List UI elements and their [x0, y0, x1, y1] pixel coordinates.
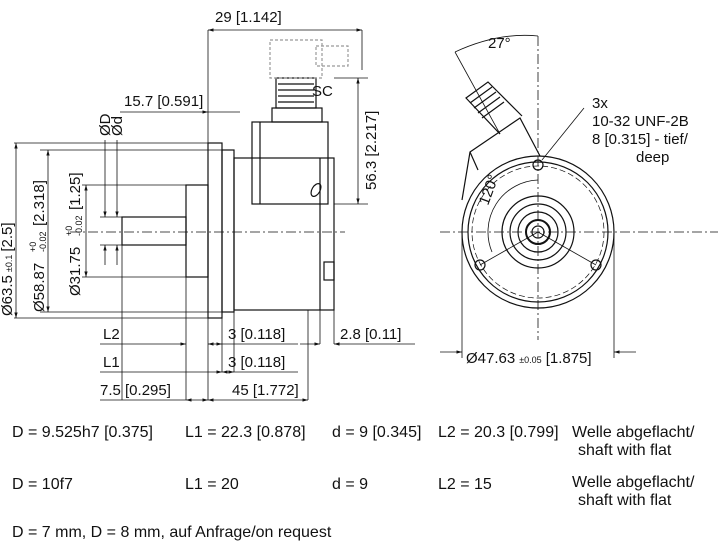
- row2-shaft: Welle abgeflacht/: [572, 474, 695, 491]
- front-120-arc: [487, 179, 539, 253]
- connector-label: SC: [312, 83, 333, 100]
- dim-dia-pilot-tol-bot: -0.02: [74, 215, 84, 236]
- label-L1: L1: [103, 354, 120, 371]
- dim-body-diameter: Ø47.63±0.05[1.875]: [466, 350, 592, 367]
- holes-note-1: 3x: [592, 95, 608, 112]
- row2-D: D = 10f7: [12, 476, 73, 493]
- angle-holes: 120°: [476, 172, 503, 207]
- side-dimensions: [14, 28, 415, 402]
- dim-dia-flange-inch: [2.318]: [31, 180, 48, 226]
- dim-dia-pilot: Ø31.75: [67, 247, 84, 296]
- front-hub-2: [509, 203, 567, 261]
- row1-L2: L2 = 20.3 [0.799]: [438, 424, 559, 441]
- front-hub-3: [517, 211, 559, 253]
- holes-note-2: 10-32 UNF-2B: [592, 113, 689, 130]
- side-view: [70, 30, 363, 319]
- body-slot: [310, 183, 322, 197]
- row1-D: D = 9.525h7 [0.375]: [12, 424, 153, 441]
- front-inner-circle: [467, 161, 609, 303]
- dim-top: 29 [1.142]: [215, 9, 282, 26]
- front-connector-body: [465, 81, 523, 135]
- row1-shaft-en: shaft with flat: [578, 442, 672, 459]
- row2-d: d = 9: [332, 476, 369, 493]
- row2-L1: L1 = 20: [185, 476, 239, 493]
- front-connector-thread: [469, 86, 505, 119]
- front-angle-arc: [454, 34, 539, 53]
- side-labels: 29 [1.142] SC 15.7 [0.591] ØD Ød 56.3 [2…: [0, 9, 401, 399]
- dim-dia-outer: Ø63.5±0.1[2.5]: [0, 222, 16, 316]
- front-bore: [531, 225, 545, 239]
- label-d: Ød: [109, 116, 126, 136]
- row2-L2: L2 = 15: [438, 476, 492, 493]
- front-hole-right: [590, 259, 602, 271]
- dim-dia-flange-tol-bot: -0.02: [38, 231, 48, 252]
- row1-d: d = 9 [0.345]: [332, 424, 422, 441]
- angle-top: 27°: [488, 35, 511, 52]
- label-L2: L2: [103, 326, 120, 343]
- body-lug: [323, 261, 335, 281]
- front-connector-housing-side: [469, 151, 479, 171]
- label-D: ØD: [97, 113, 114, 136]
- mating-connector: [269, 39, 323, 79]
- table-footnote: D = 7 mm, D = 8 mm, auf Anfrage/on reque…: [12, 524, 332, 541]
- note-leader: [541, 107, 585, 161]
- row1-shaft: Welle abgeflacht/: [572, 424, 695, 441]
- dim-dia-flange: Ø58.87: [31, 263, 48, 312]
- encoder-body: [233, 157, 335, 311]
- row2-shaft-en: shaft with flat: [578, 492, 672, 509]
- front-bolt-circle: [471, 165, 605, 299]
- flange-inner: [221, 149, 235, 313]
- connector-neck: [271, 107, 323, 123]
- holes-note-3: 8 [0.315] - tief/: [592, 131, 689, 148]
- pilot: [185, 184, 209, 278]
- front-connector-housing: [461, 117, 541, 201]
- dim-3-b: 3 [0.118]: [228, 354, 285, 371]
- front-hub-1: [501, 195, 575, 269]
- shaft: [121, 216, 187, 246]
- front-labels: 27° 120° 3x 10-32 UNF-2B 8 [0.315] - tie…: [466, 35, 689, 367]
- connector-housing: [251, 121, 329, 205]
- dim-7-5: 7.5 [0.295]: [100, 382, 171, 399]
- dim-dia-pilot-tol-top: +0: [64, 226, 74, 236]
- front-shaft-end: [525, 219, 551, 245]
- dim-left: 15.7 [0.591]: [124, 93, 203, 110]
- dim-45: 45 [1.772]: [232, 382, 299, 399]
- dim-3-a: 3 [0.118]: [228, 326, 285, 343]
- dim-dia-pilot-inch: [1.25]: [67, 172, 84, 210]
- front-hole-left: [474, 259, 486, 271]
- flange-outer: [207, 142, 223, 319]
- mating-connector-cable: [315, 45, 349, 67]
- row1-L1: L1 = 22.3 [0.878]: [185, 424, 306, 441]
- holes-note-4: deep: [636, 149, 669, 166]
- front-hole-top: [532, 159, 544, 171]
- dim-2-8: 2.8 [0.11]: [340, 326, 401, 343]
- dim-dia-flange-tol-top: +0: [28, 242, 38, 252]
- front-view: [440, 34, 718, 358]
- dim-height: 56.3 [2.217]: [363, 111, 380, 190]
- connector-nut: [275, 77, 317, 109]
